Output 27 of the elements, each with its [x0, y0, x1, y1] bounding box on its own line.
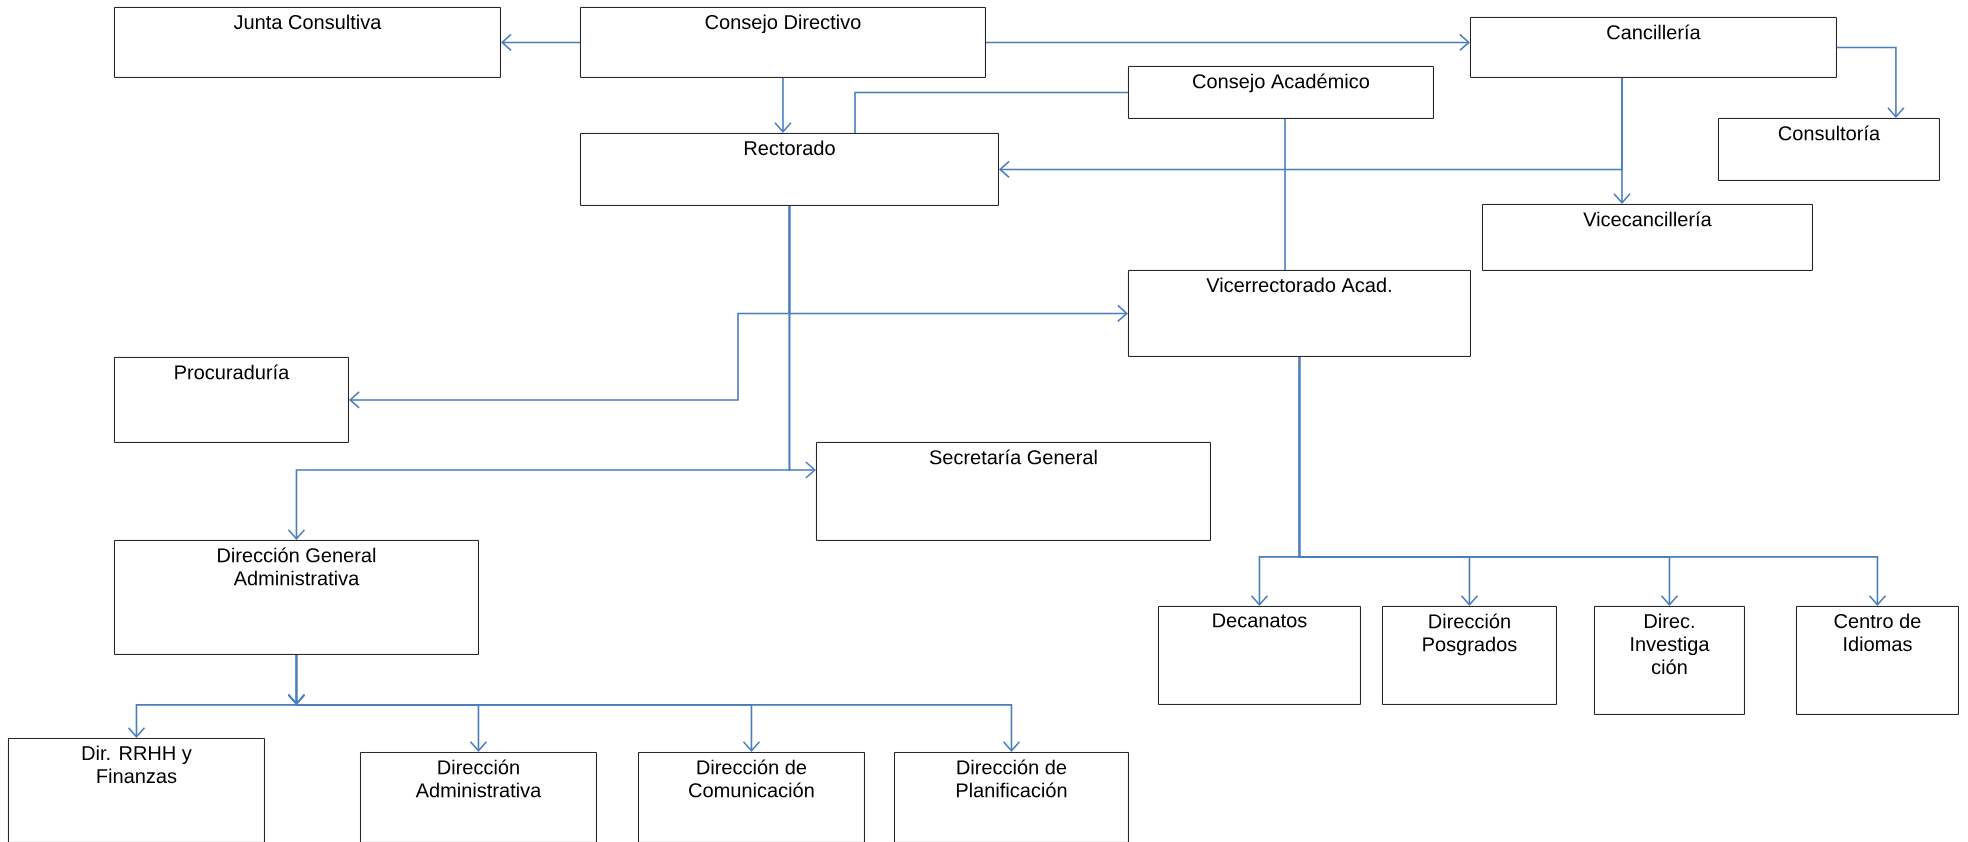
org-box: Procuraduría: [114, 357, 349, 443]
connector-arrow: [287, 205, 791, 540]
connector-arrow: [1298, 356, 1887, 606]
org-box: Direc. Investiga ción: [1594, 606, 1745, 715]
connector-arrow: [998, 77, 1623, 179]
org-box: Dirección General Administrativa: [114, 540, 479, 655]
org-box: Dirección de Comunicación: [638, 752, 865, 842]
org-box: Centro de Idiomas: [1796, 606, 1959, 715]
org-box: Dirección de Planificación: [894, 752, 1129, 842]
connector-arrow: [500, 33, 581, 52]
org-box: Junta Consultiva: [114, 7, 501, 78]
connector-arrow: [1836, 46, 1905, 118]
connector-arrow: [774, 77, 792, 133]
connector-arrow: [985, 33, 1470, 52]
org-box: Rectorado: [580, 133, 999, 206]
org-box: Dir. RRHH y Finanzas: [8, 738, 265, 842]
org-box: Secretaría General: [816, 442, 1211, 541]
org-box: Consejo Académico: [1128, 66, 1434, 119]
connector-arrow: [287, 654, 1021, 752]
org-box: Dirección Posgrados: [1382, 606, 1557, 705]
org-box: Decanatos: [1158, 606, 1361, 705]
org-box: Consultoría: [1718, 118, 1940, 181]
org-box: Cancillería: [1470, 17, 1837, 78]
org-box: Dirección Administrativa: [360, 752, 597, 842]
org-box: Vicecancillería: [1482, 204, 1813, 271]
org-box: Vicerrectorado Acad.: [1128, 270, 1471, 357]
org-box: Consejo Directivo: [580, 7, 986, 78]
